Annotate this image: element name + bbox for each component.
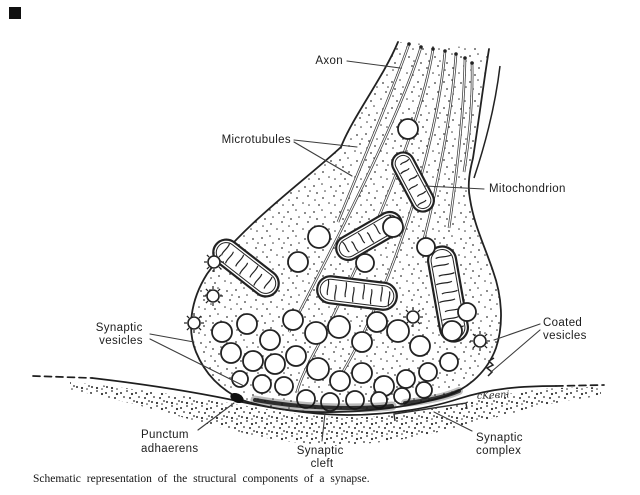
mitochondrion	[391, 151, 435, 213]
synaptic-vesicle	[236, 313, 258, 335]
punctum-adhaerens-density	[230, 392, 244, 404]
synaptic-vesicle	[382, 216, 404, 238]
mitochondrion	[212, 238, 280, 298]
synaptic-vesicle	[416, 237, 436, 257]
synaptic-vesicle	[393, 387, 411, 405]
axon-terminal-outline	[190, 41, 502, 414]
mitochondrion	[316, 275, 398, 311]
figure-caption: Schematic representation of the structur…	[33, 473, 370, 485]
label-coated-vesicles: Coated vesicles	[543, 317, 587, 342]
synaptic-vesicle	[418, 362, 438, 382]
synaptic-vesicle	[211, 321, 233, 343]
synaptic-vesicle	[409, 335, 431, 357]
label-axon: Axon	[315, 55, 343, 67]
synaptic-vesicle	[285, 345, 307, 367]
microtubule-tip	[470, 61, 474, 65]
microtubule-tip	[454, 52, 458, 56]
synaptic-vesicle	[396, 369, 416, 389]
synaptic-vesicle	[282, 309, 304, 331]
mitochondrion	[426, 245, 470, 343]
synaptic-vesicle	[242, 350, 264, 372]
postsynaptic-membrane	[32, 375, 605, 416]
synaptic-vesicle	[439, 352, 459, 372]
label-synaptic-vesicles: Synaptic vesicles	[96, 322, 146, 347]
synaptic-vesicle	[366, 311, 388, 333]
synaptic-vesicle	[220, 342, 242, 364]
synaptic-vesicles-leader-line-2	[149, 338, 245, 387]
coated-vesicle	[402, 306, 424, 328]
leader-lines	[149, 60, 541, 442]
synaptic-vesicle	[415, 381, 433, 399]
microtubule-tip	[463, 56, 467, 60]
microtubule-tip	[431, 47, 435, 51]
presynaptic-density	[250, 387, 463, 413]
synaptic-vesicle-cluster	[211, 118, 477, 412]
corner-mark	[9, 7, 21, 19]
label-synaptic-cleft: Synaptic cleft	[297, 445, 347, 470]
microtubules-leader-line	[293, 139, 358, 148]
microtubules-leader-line-2	[293, 141, 353, 177]
synaptic-vesicle	[231, 370, 249, 388]
coated-vesicle	[469, 330, 491, 352]
artist-signature: cKeeni	[477, 389, 510, 402]
synaptic-vesicle	[327, 315, 351, 339]
label-punctum-adhaerens: Punctum adhaerens	[141, 429, 199, 455]
synaptic-complex-leader-line	[433, 411, 473, 432]
label-microtubules: Microtubules	[222, 134, 291, 146]
synaptic-vesicle	[397, 118, 419, 140]
coated-vesicle	[203, 251, 225, 273]
coated-vesicle	[183, 312, 205, 334]
synaptic-vesicle	[386, 319, 410, 343]
label-mitochondrion: Mitochondrion	[489, 183, 566, 195]
synaptic-vesicle	[355, 253, 375, 273]
synaptic-vesicle	[259, 329, 281, 351]
synaptic-complex-bracket	[393, 402, 468, 422]
mitochondrion-leader-line	[424, 185, 485, 190]
synaptic-vesicle	[306, 357, 330, 381]
coated-vesicle	[202, 285, 224, 307]
microtubule-tip	[407, 42, 411, 46]
microtubule-bundle	[287, 42, 474, 393]
coated-vesicles-leader-line	[493, 323, 541, 341]
axon-right-membrane-fold	[473, 65, 501, 179]
axon-leader-line	[346, 60, 401, 69]
punctum-adhaerens-leader-line	[197, 402, 235, 431]
label-synaptic-complex: Synaptic complex	[476, 432, 526, 457]
synaptic-vesicle	[252, 374, 272, 394]
synaptic-vesicle	[304, 321, 328, 345]
synaptic-vesicle	[274, 376, 294, 396]
microtubule-tip	[443, 49, 447, 53]
postsynaptic-density-stipple	[70, 382, 601, 445]
synaptic-vesicle	[287, 251, 309, 273]
microtubule-tip	[419, 45, 423, 49]
synaptic-vesicle	[441, 320, 463, 342]
synaptic-vesicle	[351, 331, 373, 353]
synaptic-vesicle	[351, 362, 373, 384]
synaptic-cleft-leader-line	[321, 412, 326, 442]
coated-pit-invagination	[485, 357, 495, 377]
synaptic-vesicle	[457, 302, 477, 322]
synaptic-vesicle	[329, 370, 351, 392]
synaptic-vesicle	[264, 353, 286, 375]
synaptic-vesicles-leader-line	[149, 333, 195, 343]
synaptic-vesicle	[307, 225, 331, 249]
coated-vesicles-leader-line-2	[490, 329, 541, 373]
